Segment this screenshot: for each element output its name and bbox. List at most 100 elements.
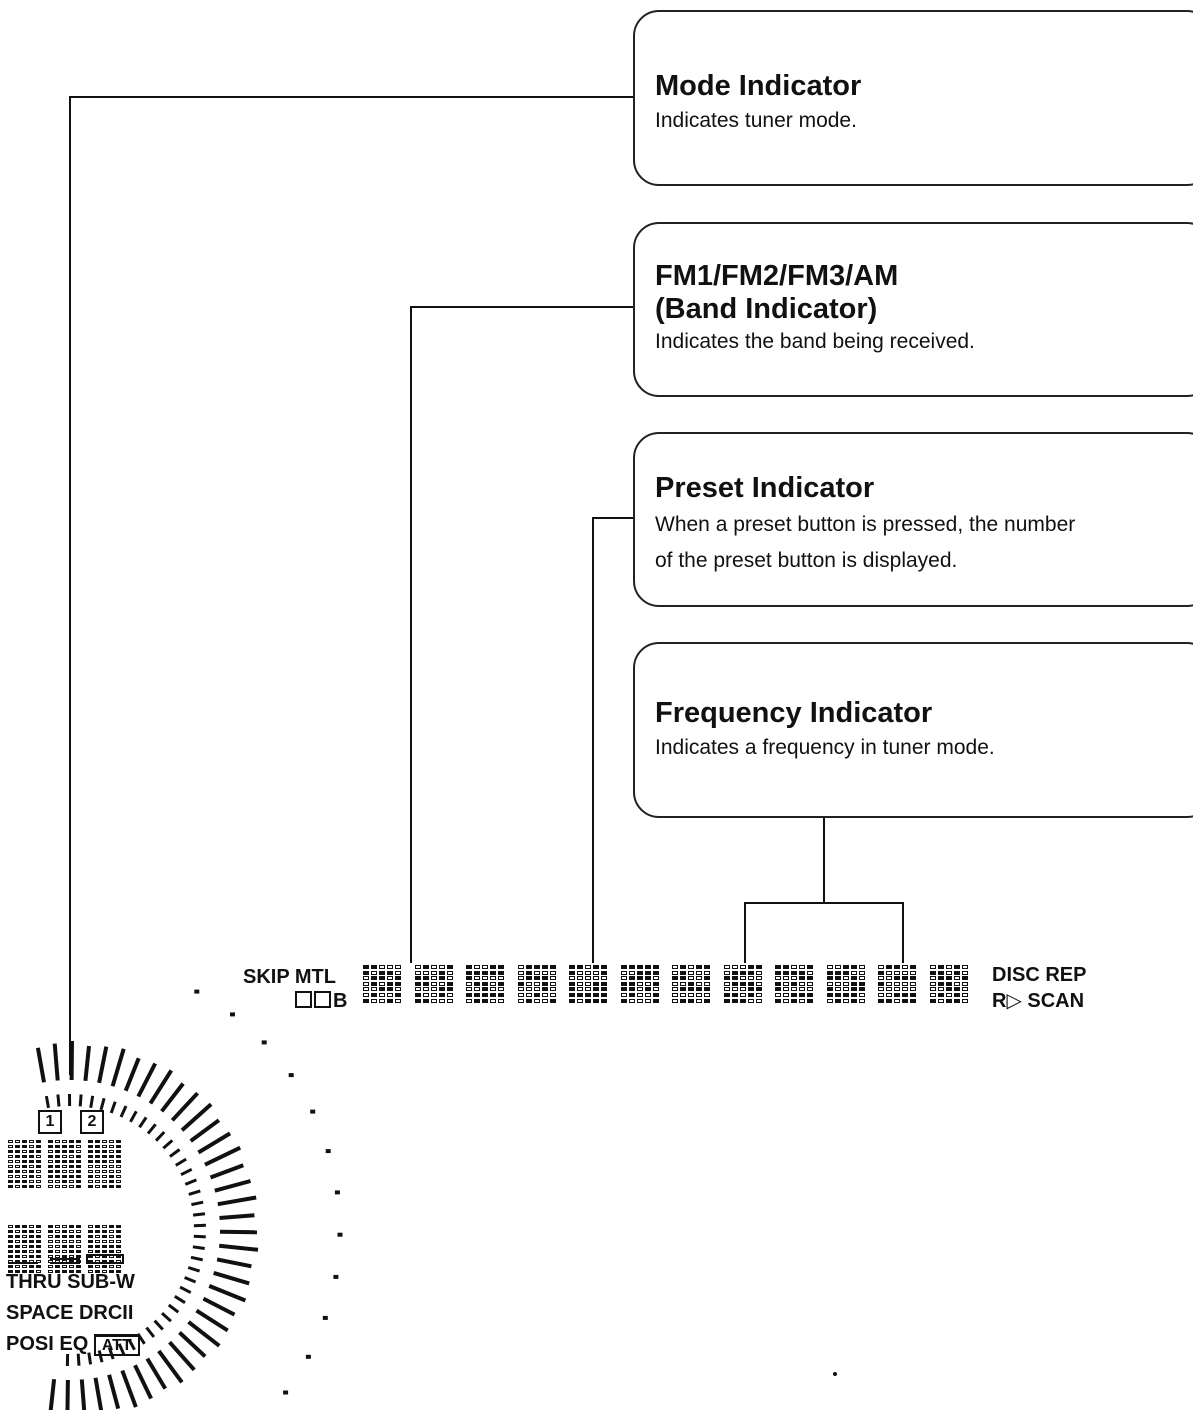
radial-bar [214, 1179, 252, 1193]
arc-dot [333, 1274, 339, 1279]
inner-ring-tick [89, 1095, 95, 1108]
display-digit [569, 965, 613, 1005]
arc-dot [305, 1354, 311, 1359]
radial-bar [145, 1357, 168, 1390]
radial-bar [35, 1047, 46, 1083]
inner-ring-tick [87, 1352, 93, 1365]
radial-bar [218, 1243, 259, 1252]
radial-bar [93, 1377, 104, 1410]
box-2-text: 2 [80, 1110, 104, 1134]
mode-indicator-desc: Indicates tuner mode. [655, 109, 857, 132]
inner-ring-tick [167, 1303, 180, 1314]
frequency-indicator-title: Frequency Indicator [655, 697, 933, 729]
stray-dot [833, 1372, 837, 1376]
display-digit [517, 965, 562, 1005]
preset-indicator-title: Preset Indicator [655, 472, 875, 504]
radial-bar [48, 1378, 57, 1410]
arc-dot [334, 1190, 340, 1195]
radial-bar [219, 1213, 255, 1220]
radial-bar [180, 1102, 213, 1132]
display-digit [414, 965, 459, 1005]
inner-ring-tick [193, 1234, 206, 1239]
inner-ring-tick [184, 1276, 197, 1284]
level-mark [50, 1258, 80, 1264]
radial-bar [202, 1296, 236, 1317]
arc-dot [288, 1073, 294, 1078]
inner-ring-tick [175, 1157, 187, 1167]
inner-ring-tick [192, 1212, 206, 1217]
radial-bar [133, 1364, 153, 1400]
inner-ring-tick [174, 1295, 186, 1304]
radial-bar [123, 1057, 141, 1092]
radial-bar [157, 1349, 184, 1384]
radial-bar [219, 1229, 258, 1235]
inner-ring-tick [138, 1116, 148, 1129]
att-badge: ATT [93, 1334, 140, 1356]
display-digit [723, 965, 768, 1005]
display-digit [672, 965, 716, 1005]
band-indicator-subtitle: (Band Indicator) [655, 293, 878, 325]
radial-bar [216, 1257, 252, 1269]
inner-ring-tick [187, 1266, 201, 1273]
display-digit [826, 965, 871, 1005]
preset-leader-line [592, 517, 633, 963]
radial-bar [217, 1195, 257, 1207]
r-scan-label: R▷ SCAN [992, 990, 1085, 1012]
inner-ring-tick [109, 1101, 117, 1114]
arc-dot [283, 1390, 289, 1395]
radial-bar [136, 1062, 157, 1098]
posi-eq-label: POSI EQ ATT [6, 1333, 140, 1356]
inner-ring-tick [184, 1178, 197, 1186]
inner-ring-tick [76, 1353, 81, 1366]
inner-ring-tick [153, 1319, 164, 1331]
mode-leader-line [69, 96, 633, 1075]
box-1-text: 1 [38, 1110, 62, 1134]
arc-dot [325, 1149, 331, 1154]
frequency-indicator-desc: Indicates a frequency in tuner mode. [655, 736, 995, 759]
dolby-b-text: B [333, 990, 348, 1012]
radial-bar [178, 1331, 207, 1358]
radial-bar [107, 1374, 121, 1410]
radial-bar [83, 1045, 91, 1082]
band-indicator-title: FM1/FM2/FM3/AM [655, 260, 899, 292]
radial-bar [148, 1069, 173, 1105]
thru-subw-label: THRU SUB-W [6, 1271, 135, 1293]
radial-bar [110, 1048, 126, 1087]
arc-dot [261, 1040, 267, 1045]
radial-bar [52, 1043, 60, 1081]
display-digit [929, 965, 974, 1005]
posi-eq-text: POSI EQ [6, 1333, 89, 1355]
inner-ring-tick [188, 1189, 201, 1196]
dolby-b-label: B [295, 990, 347, 1012]
dolby-box-icon [314, 991, 331, 1008]
inner-ring-tick [97, 1350, 104, 1363]
radial-bar [187, 1320, 221, 1348]
inner-ring-tick [160, 1311, 172, 1323]
band-leader-line [410, 306, 633, 963]
arc-dot [310, 1109, 316, 1114]
display-digit [466, 965, 510, 1005]
inner-ring-tick [190, 1255, 204, 1262]
radial-bar-graph [35, 1040, 259, 1410]
inner-ring-tick [192, 1245, 205, 1250]
box-2-label: 2 [80, 1109, 104, 1134]
disc-rep-label: DISC REP [992, 964, 1087, 986]
radial-bar [195, 1308, 229, 1333]
inner-ring-tick [180, 1167, 193, 1177]
inner-ring-tick [107, 1347, 115, 1360]
display-digit [878, 965, 922, 1005]
radial-bar [79, 1379, 87, 1410]
inner-ring-tick [129, 1110, 138, 1123]
inner-ring-tick [162, 1139, 174, 1150]
radial-bar [213, 1270, 250, 1286]
inner-ring-tick [119, 1105, 128, 1118]
inner-ring-tick [146, 1123, 157, 1135]
band-indicator-desc: Indicates the band being received. [655, 330, 975, 353]
preset-indicator-desc-2: of the preset button is displayed. [655, 549, 958, 572]
frequency-bracket [744, 902, 904, 963]
dolby-box-icon [295, 991, 312, 1008]
mode-indicator-callout: Mode Indicator Indicates tuner mode. [633, 10, 1193, 186]
radial-bar [208, 1284, 247, 1303]
inner-ring-tick [169, 1148, 181, 1158]
mode-indicator-title: Mode Indicator [655, 70, 862, 102]
